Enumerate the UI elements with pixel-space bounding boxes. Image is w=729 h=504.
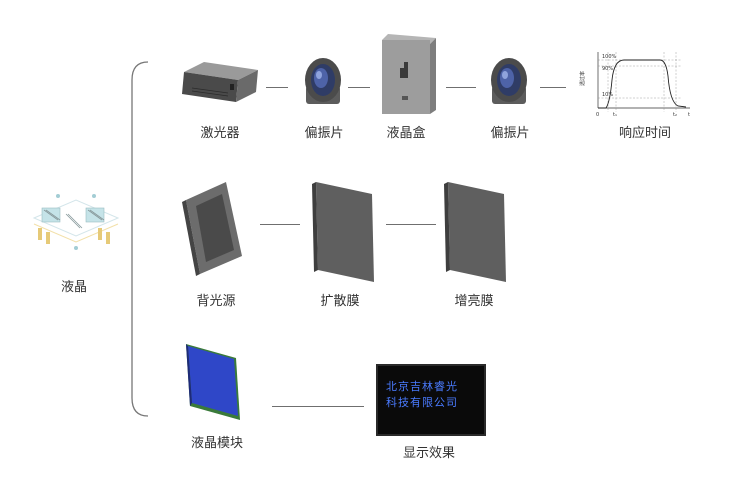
polarizer-label: 偏振片	[304, 126, 344, 141]
connector	[272, 406, 364, 407]
t1-label: t₁	[613, 112, 617, 118]
liquid-crystal-illustration	[32, 194, 120, 250]
polarizer-icon	[305, 58, 341, 104]
lc-cell-label: 液晶盒	[386, 126, 426, 141]
display-screen: 北京吉林睿光 科技有限公司	[376, 364, 486, 436]
polarizer-icon	[491, 58, 527, 104]
diffuser-film	[312, 182, 374, 282]
tick-90: 90%	[602, 66, 613, 72]
y-axis-label: 透过率	[579, 71, 586, 86]
connector	[266, 87, 288, 88]
backlight-panel	[182, 182, 242, 276]
tick-100: 100%	[602, 54, 617, 60]
display-line-1: 北京吉林睿光	[386, 380, 458, 393]
display-effect-label: 显示效果	[402, 446, 455, 461]
response-time-chart: 透过率 100% 90% 10% 0 t₁ t₂ t	[579, 52, 690, 118]
display-line-2: 科技有限公司	[386, 396, 458, 409]
liquid-crystal-label: 液晶	[60, 280, 87, 295]
connector	[348, 87, 370, 88]
lcd-module	[186, 344, 240, 420]
lc-cell-box	[382, 34, 436, 114]
connector	[446, 87, 476, 88]
laser-label: 激光器	[200, 126, 240, 141]
brightness-film	[444, 182, 506, 282]
tick-10: 10%	[602, 92, 613, 98]
lcd-module-label: 液晶模块	[190, 436, 243, 451]
brightness-film-label: 增亮膜	[454, 294, 494, 309]
t0-label: 0	[596, 112, 599, 118]
t2-label: t₂	[673, 112, 677, 118]
diffuser-label: 扩散膜	[320, 294, 360, 309]
response-time-label: 响应时间	[618, 126, 671, 141]
laser-device	[182, 62, 258, 102]
connector	[260, 224, 300, 225]
polarizer-label: 偏振片	[490, 126, 530, 141]
connector	[540, 87, 566, 88]
backlight-label: 背光源	[196, 294, 236, 309]
connector	[386, 224, 436, 225]
t-axis-label: t	[688, 112, 690, 118]
